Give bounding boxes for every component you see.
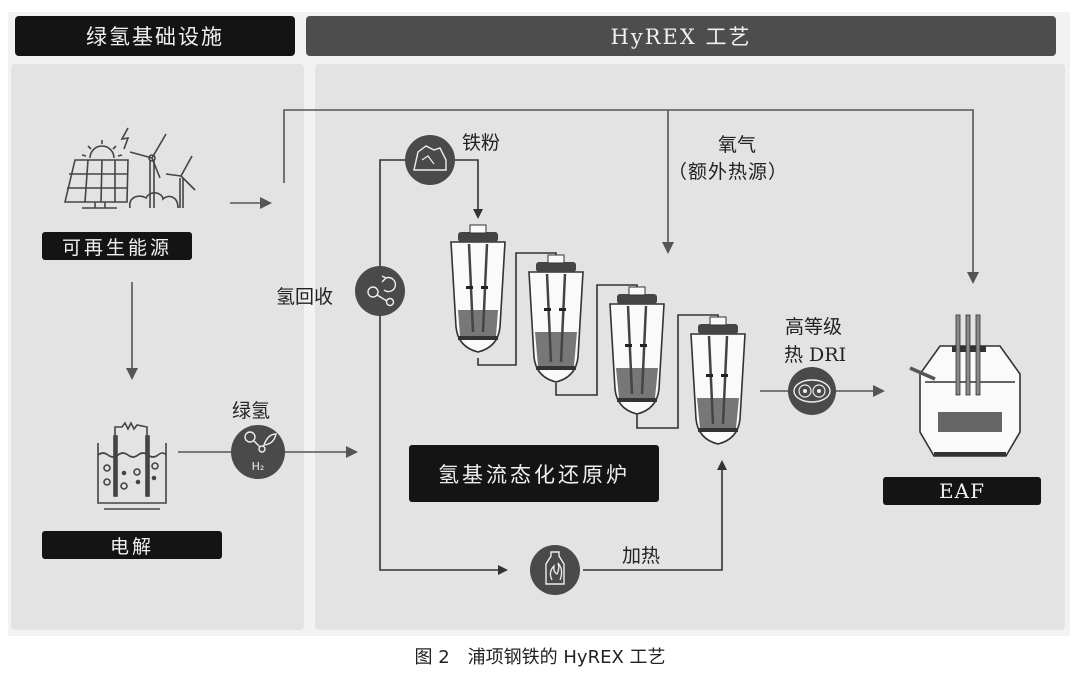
reactor-connectors [477, 252, 719, 429]
h2-text: H₂ [252, 460, 265, 473]
recycle-icon [355, 266, 405, 316]
iron-powder-label: 铁粉 [462, 132, 501, 154]
hyrex-header: HyREX 工艺 [306, 16, 1056, 56]
hot-dri-label: 高等级 [785, 316, 843, 338]
reactor-label: 氢基流态化还原炉 [409, 445, 659, 502]
electric-arc-furnace-icon [909, 314, 1021, 457]
arrow-heating-to-reactor [583, 460, 727, 571]
reactor-3 [609, 286, 665, 415]
reactor-1 [450, 224, 506, 353]
heater-flame-icon [530, 545, 580, 595]
reactor-4 [690, 316, 746, 445]
figure-caption: 图 2 浦项钢铁的 HyREX 工艺 [414, 647, 666, 668]
green-hydrogen-header: 绿氢基础设施 [15, 16, 295, 56]
reactor-2 [528, 254, 584, 383]
h2-molecule-icon [231, 425, 285, 479]
dri-pellet-icon [788, 367, 836, 415]
eaf-label: EAF [883, 477, 1041, 505]
line-hydrogen-recycle [379, 159, 508, 575]
hot-dri-sublabel: 热 DRI [784, 344, 847, 366]
oxygen-sublabel: （额外热源） [668, 161, 789, 183]
line-renewable-to-eaf [283, 109, 979, 284]
electrolysis-label: 电解 [42, 531, 222, 559]
arrow-iron-powder-to-reactor [455, 159, 483, 219]
hydrogen-recycle-label: 氢回收 [276, 286, 334, 308]
oxygen-label: 氧气 [718, 134, 757, 156]
iron-ore-icon [405, 135, 455, 185]
fluidized-reactor-icon [450, 224, 746, 445]
green-hydrogen-label: 绿氢 [232, 400, 271, 422]
solar-wind-icon [63, 127, 196, 209]
renewable-energy-label: 可再生能源 [42, 232, 192, 260]
electrolyzer-icon [97, 421, 167, 510]
heating-label: 加热 [622, 545, 661, 567]
